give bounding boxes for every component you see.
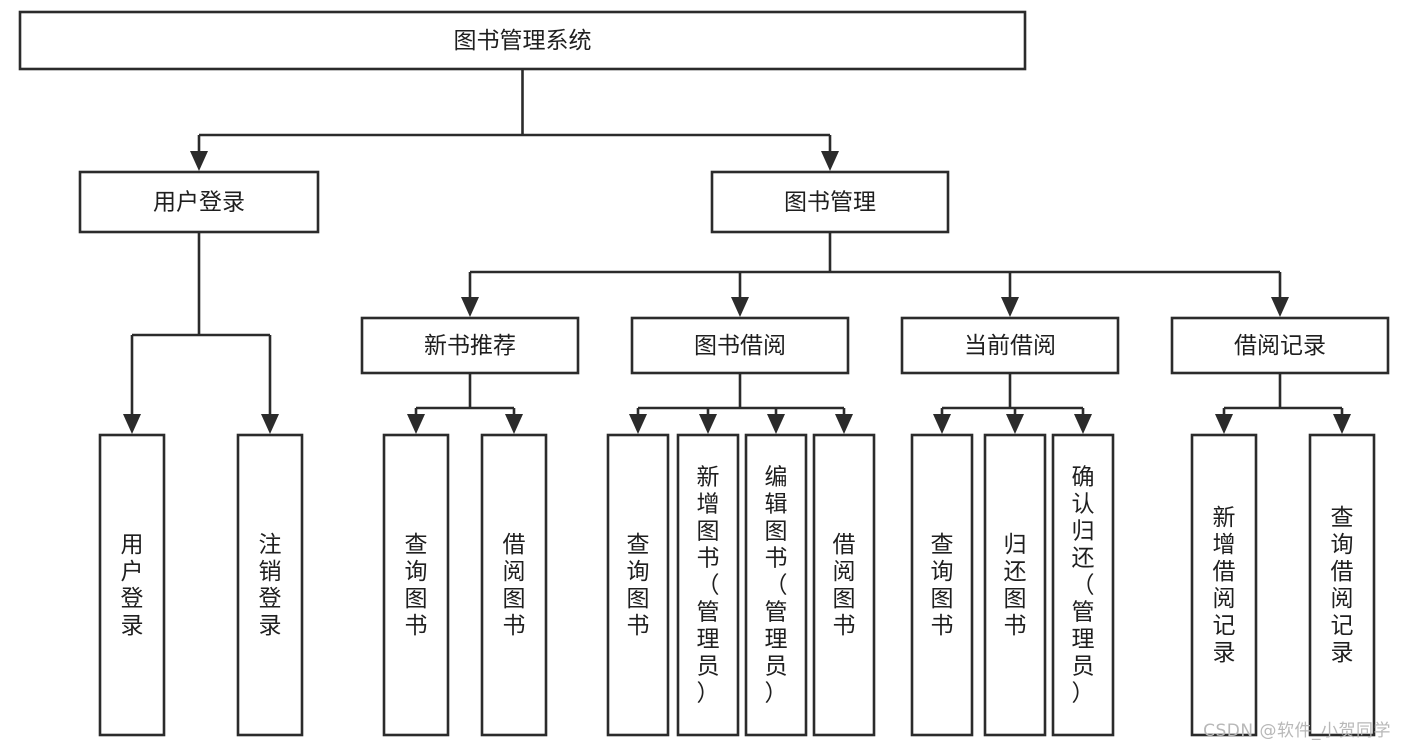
node-leaf-user-login-box <box>98 433 166 737</box>
connector-layer <box>123 69 1351 434</box>
connector-root-to-level2 <box>190 69 839 171</box>
node-leaf-query-borrow-record-box <box>1308 433 1376 737</box>
node-leaf-add-book-admin-label: 新增图书（管理员） <box>697 465 720 707</box>
csdn-watermark: CSDN @软件_小贺同学 <box>1203 721 1391 741</box>
node-book-borrow-label: 图书借阅 <box>694 333 786 359</box>
node-borrow-record-label: 借阅记录 <box>1234 333 1326 359</box>
node-user-login-label: 用户登录 <box>153 190 245 216</box>
node-layer: 图书管理系统用户登录图书管理新书推荐图书借阅当前借阅借阅记录用户登录注销登录查询… <box>18 10 1390 737</box>
node-leaf-query-book-current-label: 查询图书 <box>931 532 954 639</box>
node-leaf-add-book-admin-box <box>676 433 740 737</box>
node-book-borrow-box <box>630 316 850 375</box>
connector-new-book-recommend-to-leaves <box>407 373 523 434</box>
node-leaf-query-book-borrow[interactable]: 查询图书 <box>606 433 670 737</box>
node-leaf-borrow-book-recommend-label: 借阅图书 <box>503 532 526 639</box>
connector-user-login-to-leaves <box>123 232 279 434</box>
node-leaf-add-borrow-record[interactable]: 新增借阅记录 <box>1190 433 1258 737</box>
node-leaf-edit-book-admin[interactable]: 编辑图书（管理员） <box>744 433 808 737</box>
node-leaf-query-book-current[interactable]: 查询图书 <box>910 433 974 737</box>
node-leaf-query-book-recommend[interactable]: 查询图书 <box>382 433 450 737</box>
connector-arrowhead <box>699 414 717 434</box>
connector-arrowhead <box>1333 414 1351 434</box>
node-current-borrow-label: 当前借阅 <box>964 333 1056 359</box>
connector-borrow-record-to-leaves <box>1215 373 1351 434</box>
connector-arrowhead <box>731 297 749 317</box>
connector-arrowhead <box>407 414 425 434</box>
node-leaf-query-book-current-box <box>910 433 974 737</box>
node-leaf-edit-book-admin-label: 编辑图书（管理员） <box>765 465 788 707</box>
connector-arrowhead <box>1074 414 1092 434</box>
node-leaf-borrow-book-recommend[interactable]: 借阅图书 <box>480 433 548 737</box>
node-book-management-box <box>710 170 950 234</box>
node-root-root-box <box>18 10 1027 71</box>
node-borrow-record-box <box>1170 316 1390 375</box>
node-current-borrow[interactable]: 当前借阅 <box>900 316 1120 375</box>
node-leaf-add-borrow-record-label: 新增借阅记录 <box>1213 505 1236 666</box>
node-leaf-query-book-recommend-box <box>382 433 450 737</box>
node-leaf-user-login-label: 用户登录 <box>121 532 144 639</box>
node-book-borrow[interactable]: 图书借阅 <box>630 316 850 375</box>
node-leaf-logout[interactable]: 注销登录 <box>236 433 304 737</box>
connector-arrowhead <box>123 414 141 434</box>
connector-arrowhead <box>190 151 208 171</box>
node-leaf-query-book-borrow-label: 查询图书 <box>627 532 650 639</box>
connector-book-borrow-to-leaves <box>629 373 853 434</box>
connector-arrowhead <box>505 414 523 434</box>
node-borrow-record[interactable]: 借阅记录 <box>1170 316 1390 375</box>
node-user-login-box <box>78 170 320 234</box>
connector-arrowhead <box>1001 297 1019 317</box>
node-leaf-return-book[interactable]: 归还图书 <box>983 433 1047 737</box>
node-leaf-add-book-admin[interactable]: 新增图书（管理员） <box>676 433 740 737</box>
node-leaf-return-book-label: 归还图书 <box>1004 532 1027 639</box>
node-leaf-user-login[interactable]: 用户登录 <box>98 433 166 737</box>
connector-arrowhead <box>835 414 853 434</box>
node-leaf-query-book-recommend-label: 查询图书 <box>405 532 428 639</box>
connector-current-borrow-to-leaves <box>933 373 1092 434</box>
node-new-book-recommend[interactable]: 新书推荐 <box>360 316 580 375</box>
connector-arrowhead <box>1215 414 1233 434</box>
connector-arrowhead <box>461 297 479 317</box>
node-leaf-return-book-box <box>983 433 1047 737</box>
connector-arrowhead <box>261 414 279 434</box>
node-leaf-edit-book-admin-box <box>744 433 808 737</box>
connector-book-management-to-level3 <box>461 232 1289 317</box>
node-leaf-query-borrow-record-label: 查询借阅记录 <box>1331 505 1354 666</box>
connector-arrowhead <box>1271 297 1289 317</box>
connector-arrowhead <box>767 414 785 434</box>
node-leaf-query-book-borrow-box <box>606 433 670 737</box>
node-leaf-borrow-book-box <box>812 433 876 737</box>
node-leaf-borrow-book-label: 借阅图书 <box>833 532 856 639</box>
node-book-management[interactable]: 图书管理 <box>710 170 950 234</box>
node-book-management-label: 图书管理 <box>784 190 876 216</box>
node-leaf-logout-label: 注销登录 <box>259 532 282 639</box>
connector-arrowhead <box>933 414 951 434</box>
connector-arrowhead <box>1006 414 1024 434</box>
node-current-borrow-box <box>900 316 1120 375</box>
node-root-root[interactable]: 图书管理系统 <box>18 10 1027 71</box>
node-leaf-logout-box <box>236 433 304 737</box>
node-leaf-query-borrow-record[interactable]: 查询借阅记录 <box>1308 433 1376 737</box>
node-user-login[interactable]: 用户登录 <box>78 170 320 234</box>
node-new-book-recommend-box <box>360 316 580 375</box>
node-leaf-borrow-book-recommend-box <box>480 433 548 737</box>
node-leaf-confirm-return-admin-box <box>1051 433 1115 737</box>
node-leaf-confirm-return-admin-label: 确认归还（管理员） <box>1072 465 1095 707</box>
node-leaf-confirm-return-admin[interactable]: 确认归还（管理员） <box>1051 433 1115 737</box>
connector-arrowhead <box>821 151 839 171</box>
node-root-root-label: 图书管理系统 <box>454 28 592 54</box>
node-new-book-recommend-label: 新书推荐 <box>424 333 516 359</box>
connector-arrowhead <box>629 414 647 434</box>
node-leaf-borrow-book[interactable]: 借阅图书 <box>812 433 876 737</box>
node-leaf-add-borrow-record-box <box>1190 433 1258 737</box>
